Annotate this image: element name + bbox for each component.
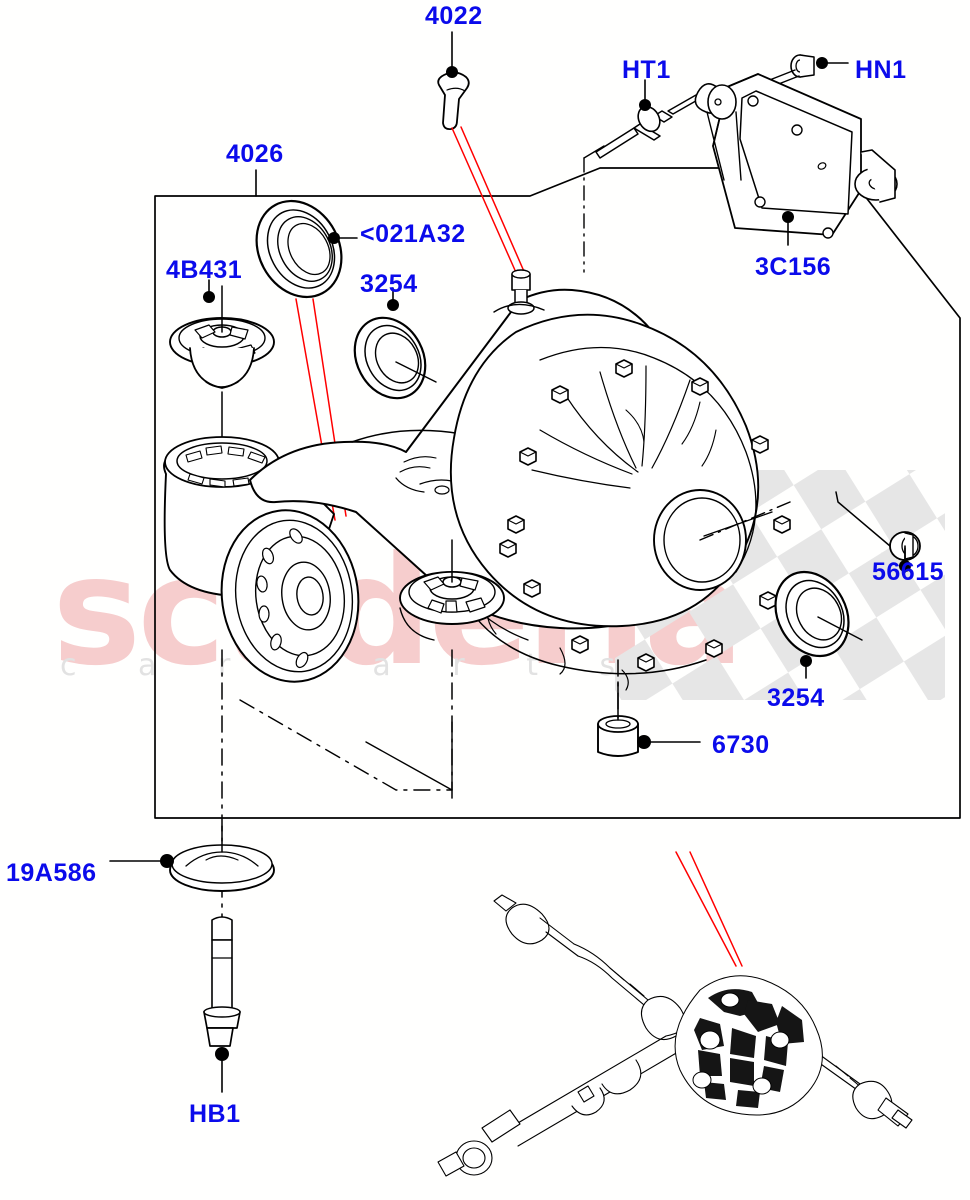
callout-56615[interactable]: 56615 [872, 558, 945, 586]
callout-021a32[interactable]: <021A32 [360, 220, 466, 248]
oil-seal-3254-lower-part [774, 570, 863, 658]
callout-19a586[interactable]: 19A586 [6, 859, 97, 887]
mounting-bushing-installed [399, 539, 505, 641]
breather-vent-part [437, 71, 470, 131]
mounting-bolt-part [203, 916, 241, 1047]
callout-hn1[interactable]: HN1 [855, 56, 907, 84]
mounting-bushing-4b431-part [169, 285, 275, 389]
breather-boss [493, 269, 545, 315]
callout-6730[interactable]: 6730 [712, 731, 770, 759]
callout-hb1[interactable]: HB1 [189, 1100, 241, 1128]
callout-4b431[interactable]: 4B431 [166, 256, 243, 284]
callout-3c156[interactable]: 3C156 [755, 253, 832, 281]
assembly-boundary-box [154, 167, 961, 819]
actuator-bolt-part [595, 94, 702, 159]
rear-axle-overview-thumbnail [437, 851, 913, 1177]
callout-3254-top[interactable]: 3254 [360, 270, 418, 298]
callout-4026[interactable]: 4026 [226, 140, 284, 168]
oil-seal-3254-upper-part [353, 316, 437, 400]
mount-disc-part [220, 509, 360, 683]
actuator-nut-part [790, 54, 815, 78]
callout-ht1[interactable]: HT1 [622, 56, 671, 84]
callout-4022[interactable]: 4022 [425, 2, 483, 30]
callout-3254-right[interactable]: 3254 [767, 684, 825, 712]
mount-cover-cap-part [169, 825, 275, 892]
oil-seal-021a32-part [255, 199, 343, 299]
differential-control-module-part [694, 73, 898, 239]
